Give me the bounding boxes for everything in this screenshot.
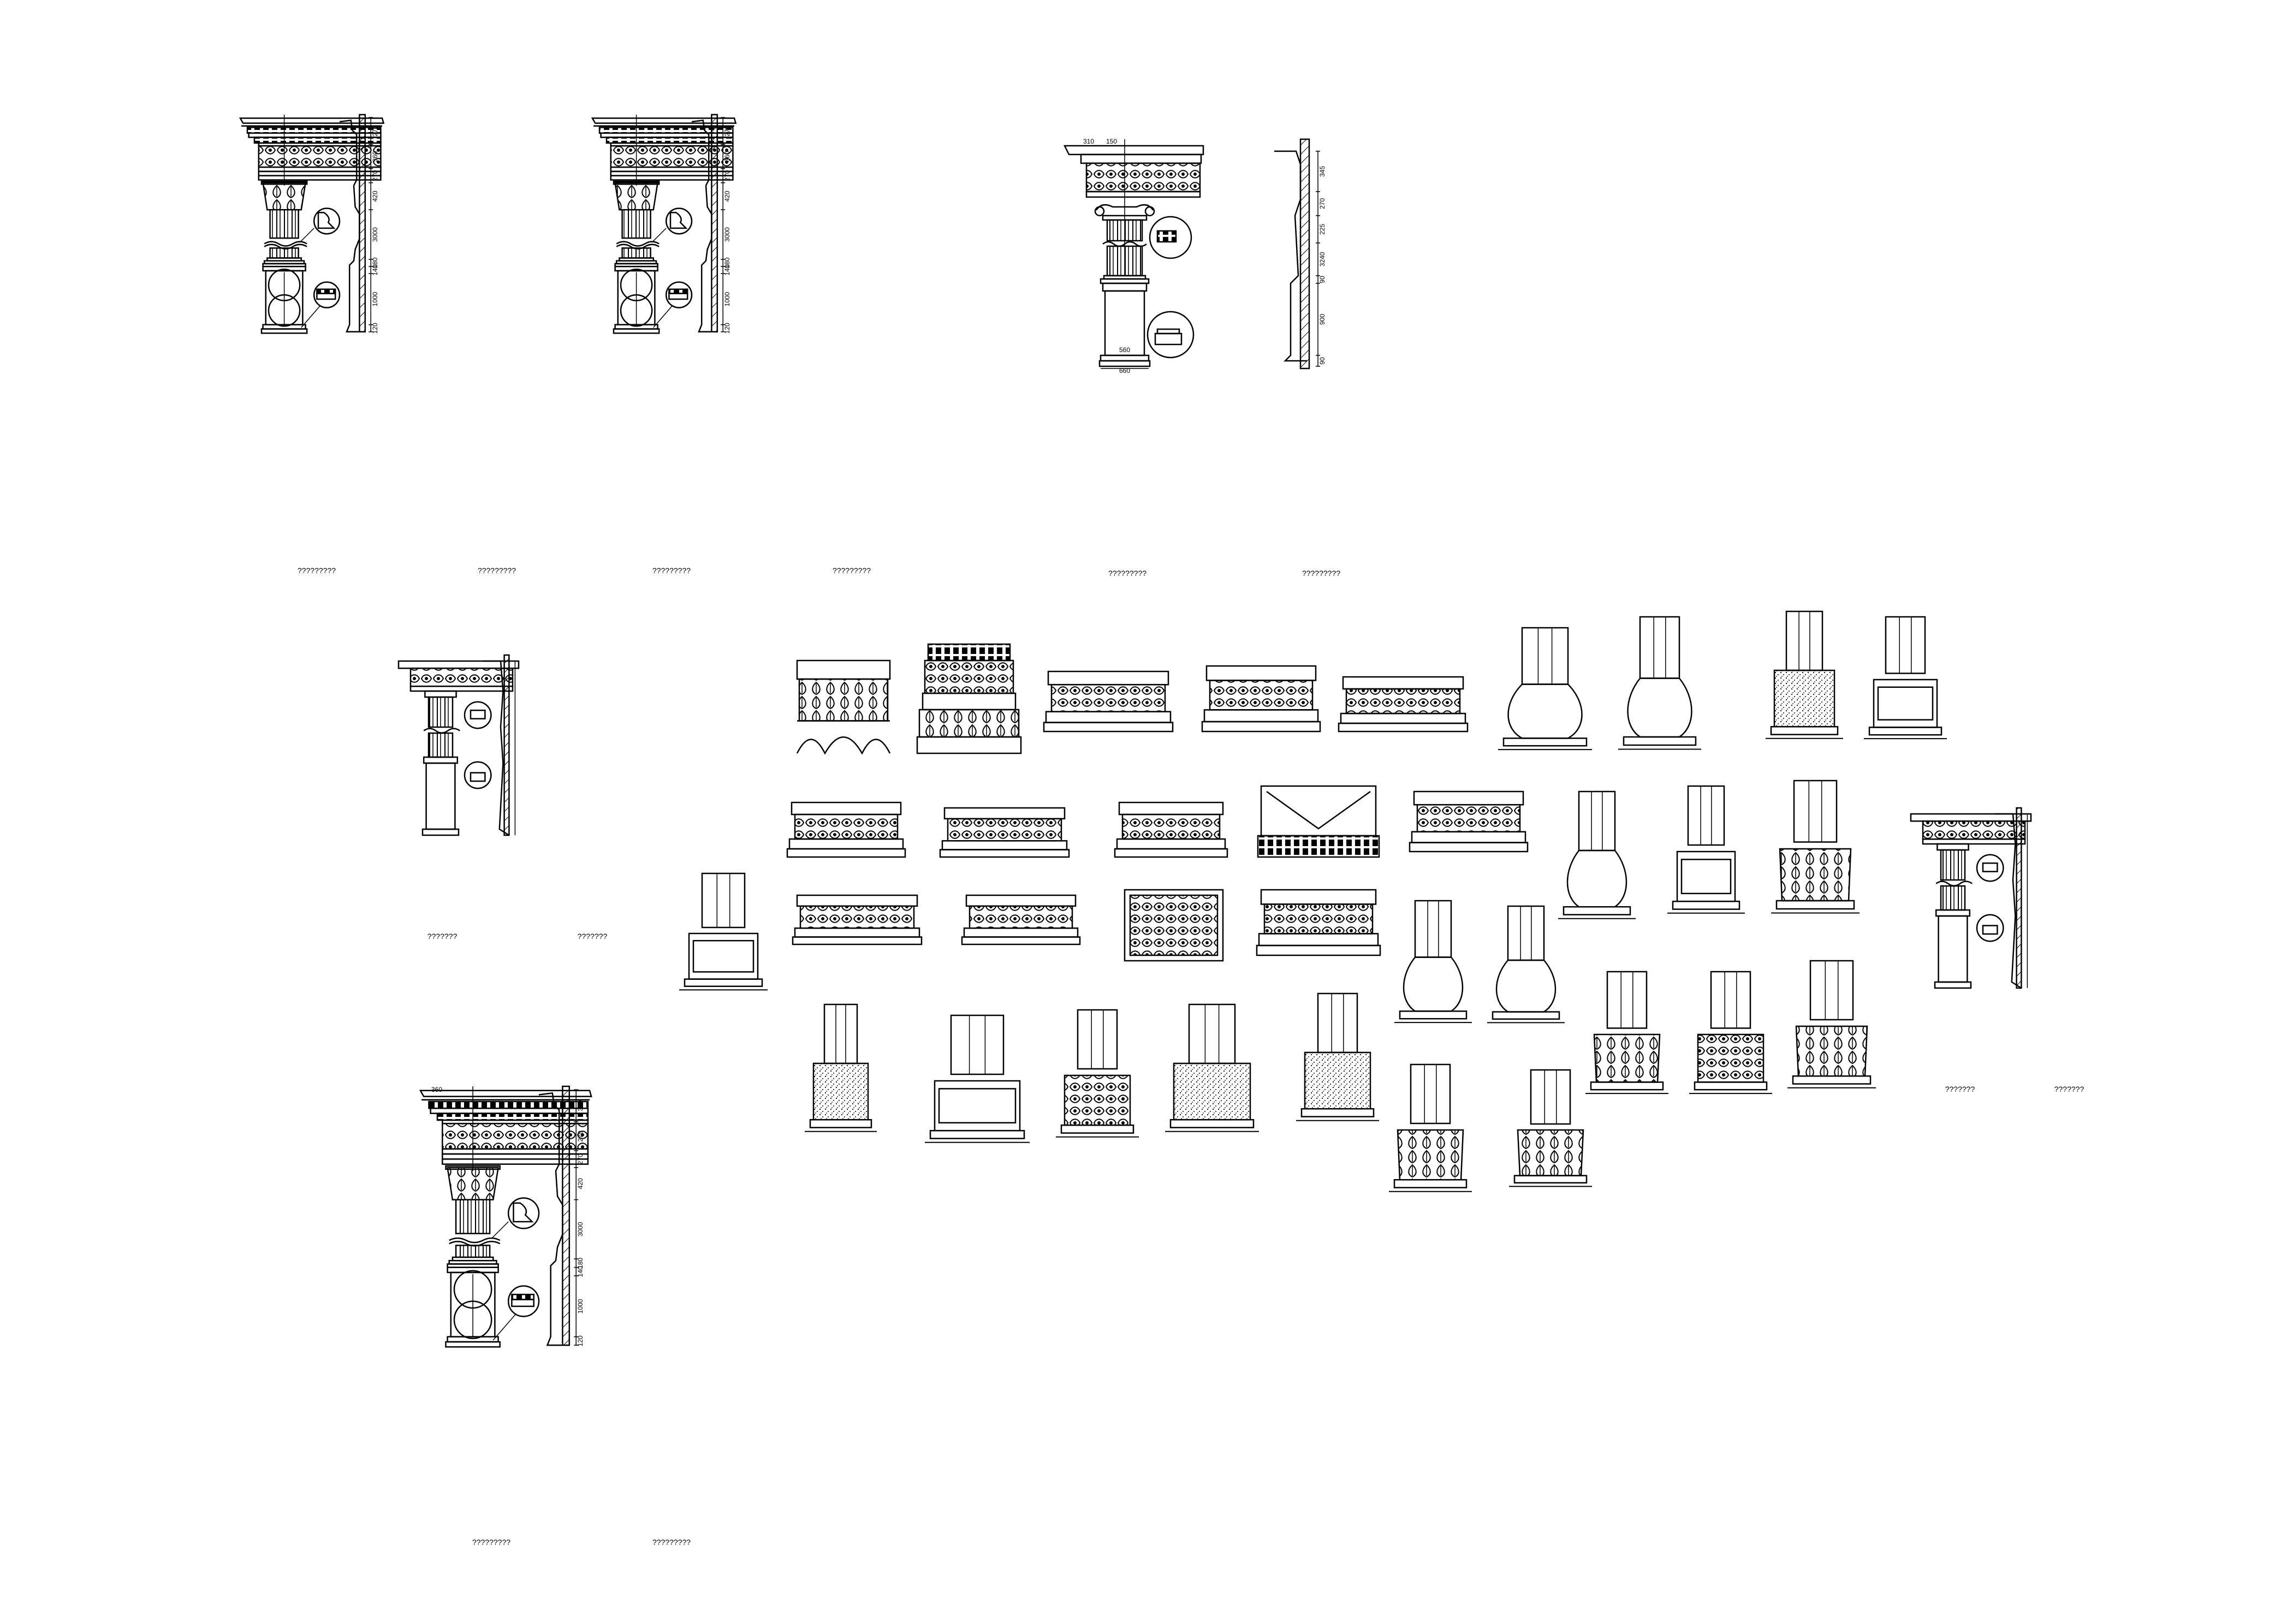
pillar-base-19 (1389, 1063, 1472, 1192)
pillar-base-3 (1766, 610, 1843, 739)
dimension-label: 270 (1318, 198, 1326, 209)
dimension-label: 420 (577, 1178, 584, 1189)
dimension-label: 3000 (371, 227, 379, 242)
plinth-5 (1338, 676, 1469, 733)
dimension-label: 90 (1318, 276, 1326, 283)
pillar-base-15 (925, 1014, 1030, 1143)
drawing-caption: ??????? (1945, 1085, 1975, 1093)
drawing-caption: ????????? (298, 566, 336, 575)
dimension-label: 345 (1318, 166, 1326, 177)
dimension-label: 360 (371, 151, 379, 162)
dimension-label: 3000 (723, 227, 731, 242)
pillar-base-12 (1689, 971, 1772, 1094)
plinth-11 (792, 894, 923, 945)
dimension-label: 1000 (577, 1299, 584, 1313)
pillar-base-11 (1585, 971, 1668, 1094)
pillar-base-14 (805, 1003, 877, 1132)
dimension-label: 180 (723, 257, 731, 268)
corinthian-column-b (591, 114, 737, 334)
pillar-base-2 (1618, 616, 1701, 750)
dimension-label: 225 (1318, 224, 1326, 235)
dimension-label: 270 (577, 1131, 584, 1141)
drawing-caption: ????????? (1302, 569, 1340, 578)
dimension-label: 3000 (577, 1222, 584, 1236)
corinthian-column-a (239, 114, 385, 334)
pillar-base-1 (1498, 627, 1592, 751)
dimension-label: 90 (1318, 357, 1326, 365)
drawing-caption: ????????? (472, 1538, 510, 1546)
pillar-base-9 (1394, 900, 1472, 1024)
drawing-caption: ????????? (652, 1538, 691, 1546)
plinth-12 (961, 894, 1081, 945)
dimension-label: 360 (723, 151, 731, 162)
drawing-caption: ????????? (833, 566, 871, 575)
dimension-label: 420 (371, 191, 379, 201)
drawing-caption: ??????? (2054, 1085, 2084, 1093)
plinth-2 (916, 643, 1022, 754)
dimension-label: 1000 (723, 292, 731, 306)
dimension-label: 270 (723, 126, 731, 136)
drawing-caption: ????????? (1108, 569, 1146, 578)
dimension-label: 270 (371, 170, 379, 181)
plinth-4 (1201, 665, 1321, 733)
pillar-base-10 (1487, 905, 1565, 1024)
dimension-label: 120 (577, 1335, 584, 1346)
plinth-7 (939, 807, 1070, 858)
dimension-label: 310 (1083, 138, 1094, 145)
plinth-1 (796, 659, 891, 755)
dimension-label: 140 (723, 264, 731, 275)
dimension-label: 140 (577, 1266, 584, 1277)
plinth-8 (1114, 801, 1228, 858)
dimension-label: 270 (371, 126, 379, 136)
pillar-base-5 (1558, 790, 1636, 919)
drawing-caption: ??????? (427, 932, 458, 941)
dimension-label: 900 (1318, 314, 1326, 325)
plinth-13 (1124, 889, 1224, 962)
dimension-label: 360 (577, 1100, 584, 1111)
tuscan-column-left (397, 654, 520, 836)
dimension-label: 420 (723, 191, 731, 201)
pillar-base-13 (1787, 960, 1876, 1088)
dimension-label: 120 (723, 323, 731, 334)
pillar-base-4 (1864, 616, 1947, 740)
dimension-label: 270 (577, 1153, 584, 1164)
dimension-label: 140 (371, 264, 379, 275)
pillar-base-6 (1667, 785, 1745, 914)
dimension-label: 3240 (1318, 252, 1326, 266)
plinth-6 (786, 801, 906, 858)
drawing-caption: ????????? (478, 566, 516, 575)
ionic-column (1063, 138, 1320, 370)
tuscan-column-right (1910, 807, 2032, 989)
dimension-label: 660 (1119, 367, 1130, 374)
dimension-label: 120 (371, 323, 379, 334)
pillar-base-17 (1165, 1003, 1259, 1132)
pillar-base-7 (1771, 780, 1860, 914)
pillar-base-18 (1296, 992, 1379, 1121)
dimension-label: 150 (1106, 138, 1117, 145)
plinth-9 (1257, 785, 1380, 858)
drawing-caption: ????????? (652, 566, 691, 575)
dimension-label: 180 (371, 257, 379, 268)
plinth-3 (1043, 670, 1174, 733)
pillar-base-8 (679, 872, 768, 991)
dimension-label: 270 (723, 170, 731, 181)
pillar-base-20 (1509, 1069, 1592, 1187)
drawing-caption: ??????? (578, 932, 608, 941)
dimension-label: 360 (431, 1086, 442, 1093)
corinthian-column-c (419, 1085, 592, 1348)
plinth-14 (1256, 889, 1381, 956)
dimension-label: 1000 (371, 292, 379, 306)
pillar-base-16 (1056, 1009, 1139, 1138)
dimension-label: 560 (1119, 346, 1130, 354)
plinth-10 (1409, 790, 1529, 853)
dimension-label: 180 (577, 1258, 584, 1269)
